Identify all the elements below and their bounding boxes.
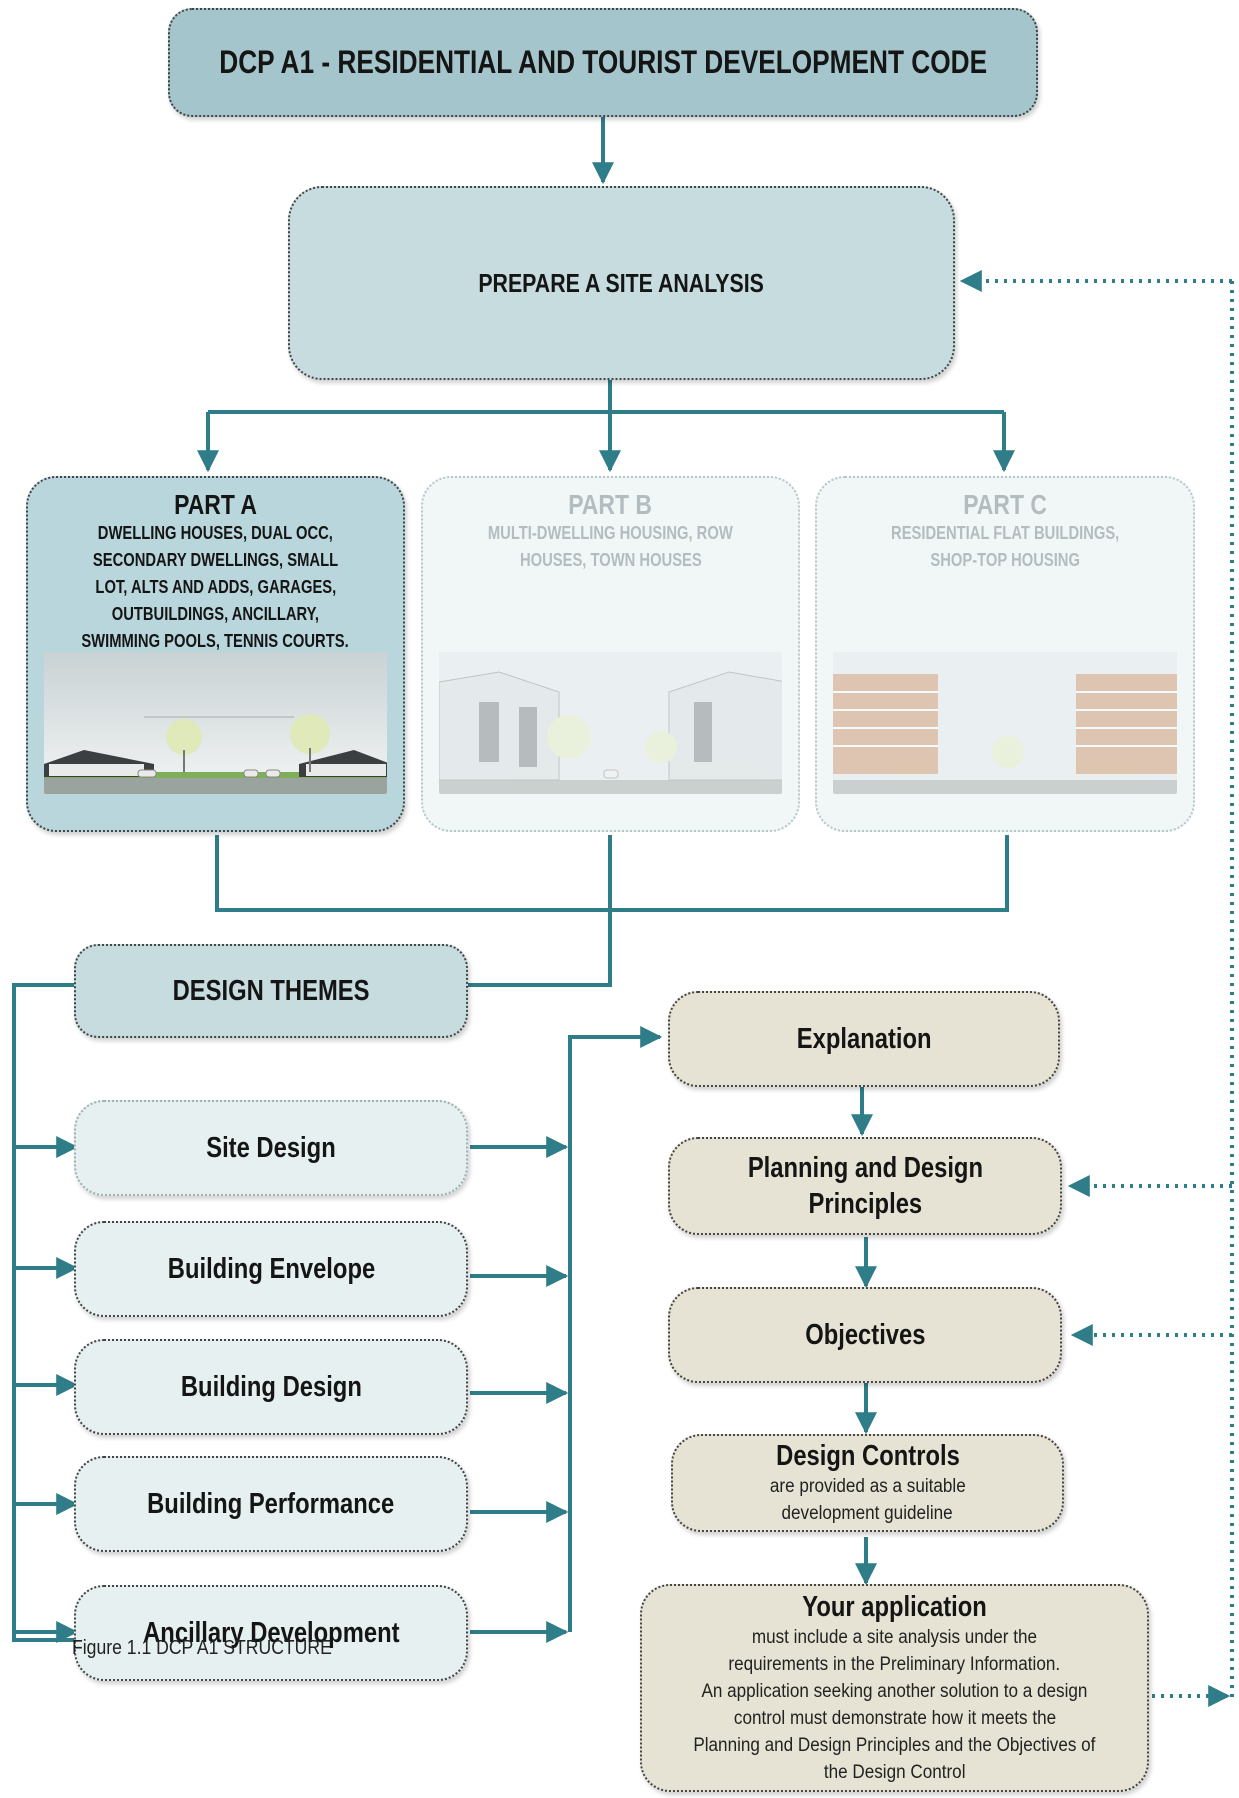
part-a-street-illustration (44, 652, 387, 794)
connector-to-design-themes (467, 910, 612, 987)
design-controls-line-1: are provided as a suitable (769, 1476, 966, 1497)
application-line-3: An application seeking another solution … (701, 1681, 1088, 1702)
theme-building-performance-label: Building Performance (147, 1487, 395, 1520)
header-title: DCP A1 - RESIDENTIAL AND TOURIST DEVELOP… (219, 44, 987, 80)
part-b-line-1: MULTI-DWELLING HOUSING, ROW (488, 523, 733, 543)
theme-site-design-label: Site Design (206, 1131, 336, 1164)
objectives-label: Objectives (804, 1318, 926, 1351)
part-a-line-1: DWELLING HOUSES, DUAL OCC, (97, 523, 334, 543)
connector-right-bus (568, 1026, 663, 1632)
principles-line-1: Planning and Design (747, 1152, 983, 1184)
theme-building-envelope: Building Envelope (74, 1221, 468, 1317)
theme-ancillary-development-label: Ancillary Development (142, 1616, 400, 1649)
theme-building-envelope-label: Building Envelope (167, 1252, 375, 1285)
application-line-6: the Design Control (823, 1762, 966, 1783)
application-line-5: Planning and Design Principles and the O… (693, 1735, 1096, 1756)
part-a-box: PART A DWELLING HOUSES, DUAL OCC, SECOND… (26, 476, 405, 832)
header-box: DCP A1 - RESIDENTIAL AND TOURIST DEVELOP… (168, 8, 1038, 117)
application-line-4: control must demonstrate how it meets th… (733, 1708, 1056, 1729)
part-c-street-illustration (833, 652, 1177, 794)
part-c-title: PART C (963, 489, 1047, 520)
principles-line-2: Principles (808, 1188, 922, 1220)
part-a-line-4: OUTBUILDINGS, ANCILLARY, (111, 604, 320, 624)
part-b-street-illustration (439, 652, 782, 794)
part-b-line-2: HOUSES, TOWN HOUSES (519, 550, 702, 570)
explanation-label: Explanation (796, 1022, 932, 1055)
site-analysis-label: PREPARE A SITE ANALYSIS (478, 267, 765, 298)
explanation-box: Explanation (668, 991, 1060, 1087)
application-title: Your application (802, 1591, 987, 1623)
part-a-title: PART A (174, 489, 257, 520)
part-c-box: PART C RESIDENTIAL FLAT BUILDINGS, SHOP-… (815, 476, 1195, 832)
design-themes-label: DESIGN THEMES (172, 974, 370, 1007)
design-controls-box: Design Controls are provided as a suitab… (671, 1434, 1064, 1532)
part-a-line-5: SWIMMING POOLS, TENNIS COURTS. (81, 631, 350, 651)
application-box: Your application must include a site ana… (640, 1584, 1149, 1792)
part-a-line-3: LOT, ALTS AND ADDS, GARAGES, (95, 577, 336, 597)
theme-site-design: Site Design (74, 1100, 468, 1196)
principles-box: Planning and Design Principles (668, 1137, 1062, 1235)
part-c-line-1: RESIDENTIAL FLAT BUILDINGS, (890, 523, 1120, 543)
application-line-1: must include a site analysis under the (751, 1627, 1038, 1648)
part-b-box: PART B MULTI-DWELLING HOUSING, ROW HOUSE… (421, 476, 800, 832)
connector-left-bus (12, 983, 78, 1642)
design-controls-title: Design Controls (775, 1440, 960, 1472)
theme-building-design: Building Design (74, 1339, 468, 1435)
part-b-title: PART B (568, 489, 653, 520)
site-analysis-box: PREPARE A SITE ANALYSIS (288, 186, 955, 380)
application-line-2: requirements in the Preliminary Informat… (728, 1654, 1061, 1675)
theme-ancillary-development: Ancillary Development (74, 1585, 468, 1681)
design-controls-line-2: development guideline (781, 1503, 954, 1524)
design-themes-box: DESIGN THEMES (74, 944, 468, 1038)
objectives-box: Objectives (668, 1287, 1062, 1383)
theme-building-design-label: Building Design (180, 1370, 362, 1403)
part-a-line-2: SECONDARY DWELLINGS, SMALL (92, 550, 339, 570)
part-c-line-2: SHOP-TOP HOUSING (930, 550, 1080, 570)
figure-caption: Figure 1.1 DCP A1 STRUCTURE (72, 1637, 332, 1659)
theme-building-performance: Building Performance (74, 1456, 468, 1552)
